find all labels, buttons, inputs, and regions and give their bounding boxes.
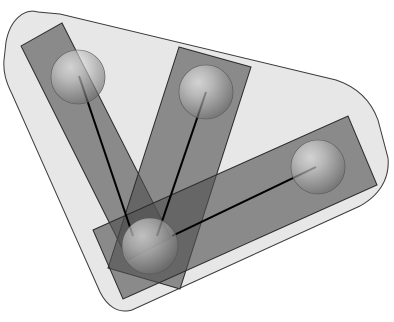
sphere-left — [51, 50, 105, 104]
sphere-hub — [122, 218, 178, 274]
sphere-middle — [179, 65, 233, 119]
sphere-right — [291, 140, 345, 194]
